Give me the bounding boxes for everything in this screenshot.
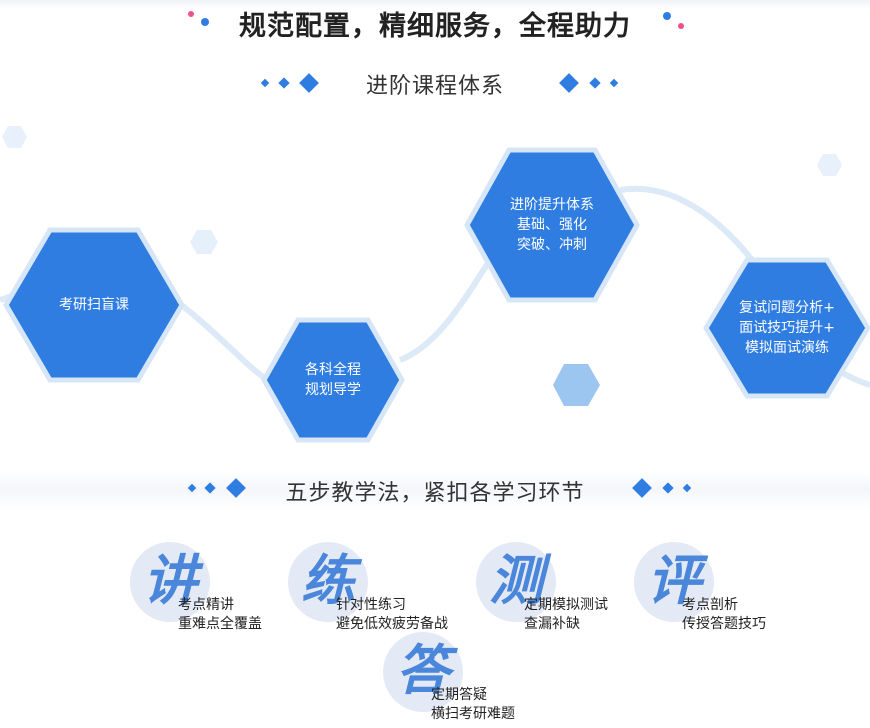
stage-hex-2 [261,317,405,443]
step-da-line-1: 定期答疑 [431,687,487,703]
stage-hex-4 [703,257,870,399]
deco-hex-accent [553,364,600,406]
stage-1-label: 考研扫盲课 [30,285,158,325]
curve-2 [398,258,493,363]
diamond-large [299,73,319,93]
deco-hex-mid [190,230,218,254]
stage-hex-1 [3,227,185,383]
diamond-small [260,78,270,88]
top-band [0,0,870,8]
stage-4-label: 复试问题分析+ 面试技巧提升+ 模拟面试演练 [718,293,856,363]
step-ping-line-1: 考点剖析 [682,597,738,613]
step-jiang-line-1: 考点精讲 [178,597,234,613]
step-ce-line-1: 定期模拟测试 [524,597,608,613]
stage-hex-3 [464,147,640,303]
step-lian-circle [288,542,368,622]
step-da-line-2: 横扫考研难题 [431,706,515,722]
step-ping-line-2: 传授答题技巧 [682,616,766,632]
step-lian-glyph: 练 [301,548,355,612]
stage-4-line-2: 面试技巧提升+ [739,320,835,336]
stage-4-line-3: 模拟面试演练 [745,340,829,356]
stage-4-line-1: 复试问题分析+ [739,300,835,316]
stage-2-label: 各科全程 规划导学 [278,350,388,410]
blue-dot-left [201,18,209,26]
step-ce-line-2: 查漏补缺 [524,616,580,632]
step-jiang-glyph: 讲 [143,548,197,612]
step-ce-text: 定期模拟测试 查漏补缺 [524,596,608,634]
stage-2-line-2: 规划导学 [305,382,361,398]
section-method-band [0,470,870,510]
step-ping-text: 考点剖析 传授答题技巧 [682,596,766,634]
step-lian-text: 针对性练习 避免低效疲劳备战 [336,596,448,634]
deco-hex-right [817,154,842,176]
step-ce-circle [476,542,556,622]
step-ping-circle [634,542,714,622]
section-method-title: 五步教学法，紧扣各学习环节 [285,481,585,506]
step-ping-glyph: 评 [647,548,701,612]
diamond-small [187,483,197,493]
stage-3-line-2: 基础、强化 [517,217,587,233]
stage-3-label: 进阶提升体系 基础、强化 突破、冲刺 [487,190,617,260]
deco-hex-left [2,126,27,148]
step-jiang-line-2: 重难点全覆盖 [178,616,262,632]
section-method-diamonds [187,478,692,498]
stage-3-line-1: 进阶提升体系 [510,197,594,213]
course-flow-diagram [0,126,870,443]
step-da-glyph: 答 [396,638,450,702]
page-title: 规范配置，精细服务，全程助力 [239,11,631,42]
step-ce-glyph: 测 [489,548,543,612]
diamond-large [226,478,246,498]
stage-2-line-1: 各科全程 [305,362,361,378]
step-jiang-circle [130,542,210,622]
pink-dot-left [188,11,194,17]
step-lian-line-2: 避免低效疲劳备战 [336,616,448,632]
section-advanced-title: 进阶课程体系 [365,74,504,99]
stage-1-line-1: 考研扫盲课 [59,297,129,313]
curve-3 [619,185,763,272]
step-da-text: 定期答疑 横扫考研难题 [431,686,515,724]
stage-3-line-3: 突破、冲刺 [517,237,587,253]
pink-dot-right [678,23,684,29]
section-advanced-diamonds [260,73,619,93]
blue-dot-right [663,12,671,20]
step-da-circle [383,632,463,712]
step-jiang-text: 考点精讲 重难点全覆盖 [178,596,262,634]
header-dots [188,11,684,29]
step-lian-line-1: 针对性练习 [336,597,406,613]
